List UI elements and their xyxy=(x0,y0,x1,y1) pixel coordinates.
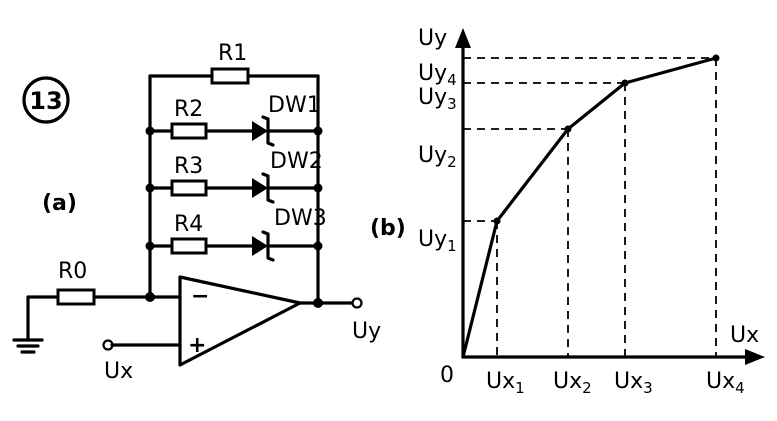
resistor-r4-label: R4 xyxy=(174,212,203,237)
zener-diode-dw3-label: DW3 xyxy=(274,206,327,231)
opamp-plus-sign: + xyxy=(188,333,206,358)
x-tick-labels: Ux1 Ux2 Ux3 Ux4 xyxy=(486,369,745,397)
resistor-r0 xyxy=(56,288,96,306)
y-tick-label: Uy2 xyxy=(418,143,457,171)
resistor-r3 xyxy=(170,179,208,197)
resistor-r4 xyxy=(170,237,208,255)
y-axis-label: Uy xyxy=(418,26,447,51)
y-tick-label: Uy1 xyxy=(418,227,457,255)
resistor-r1-label: R1 xyxy=(218,41,247,66)
junction-dot xyxy=(313,126,323,136)
junction-dot xyxy=(145,241,155,251)
zener-diode-dw2 xyxy=(252,178,268,198)
panel-b-tag: (b) xyxy=(370,216,406,241)
zener-diode-dw3 xyxy=(252,236,268,256)
y-tick-label: Uy4 xyxy=(418,61,457,89)
x-tick-label: Ux2 xyxy=(553,369,592,397)
output-terminal xyxy=(351,297,363,309)
junction-dot xyxy=(145,183,155,193)
input-wire xyxy=(26,295,182,342)
y-axis-arrow xyxy=(455,28,471,48)
y-tick-label: Uy3 xyxy=(418,85,457,113)
circuit-diagram: 13 (a) R1 R2 DW1 R3 DW2 R4 DW3 xyxy=(12,41,381,384)
resistor-r1 xyxy=(210,67,250,85)
zener-diode-dw1-label: DW1 xyxy=(268,93,321,118)
dashed-guides xyxy=(463,54,720,357)
junction-dot xyxy=(313,241,323,251)
figure-number-circle xyxy=(22,76,70,124)
transfer-curve xyxy=(461,56,718,359)
junction-dot xyxy=(145,126,155,136)
opamp-minus-sign: − xyxy=(191,284,209,309)
opamp-triangle xyxy=(178,275,302,367)
zener-diode-dw2-bar xyxy=(261,172,275,204)
ground-symbol xyxy=(12,338,44,354)
resistor-r2 xyxy=(170,122,208,140)
resistor-r3-label: R3 xyxy=(174,154,203,179)
output-label: Uy xyxy=(352,319,381,344)
x-tick-label: Ux3 xyxy=(614,369,653,397)
figure-number: 13 xyxy=(29,87,62,115)
x-axis-arrow xyxy=(745,349,765,365)
zener-diode-dw1-bar xyxy=(261,115,275,147)
panel-a-tag: (a) xyxy=(42,191,77,216)
zener-diode-dw2-label: DW2 xyxy=(270,149,323,174)
input-terminal xyxy=(102,339,114,351)
zener-diode-dw1 xyxy=(252,121,268,141)
x-tick-label: Ux1 xyxy=(486,369,525,397)
junction-dot xyxy=(313,183,323,193)
resistor-r2-label: R2 xyxy=(174,97,203,122)
x-tick-label: Ux4 xyxy=(706,369,745,397)
x-axis-label: Ux xyxy=(730,323,759,348)
input-label: Ux xyxy=(104,359,133,384)
origin-label: 0 xyxy=(440,363,454,388)
zener-diode-dw3-bar xyxy=(261,230,275,262)
resistor-r0-label: R0 xyxy=(58,259,87,284)
